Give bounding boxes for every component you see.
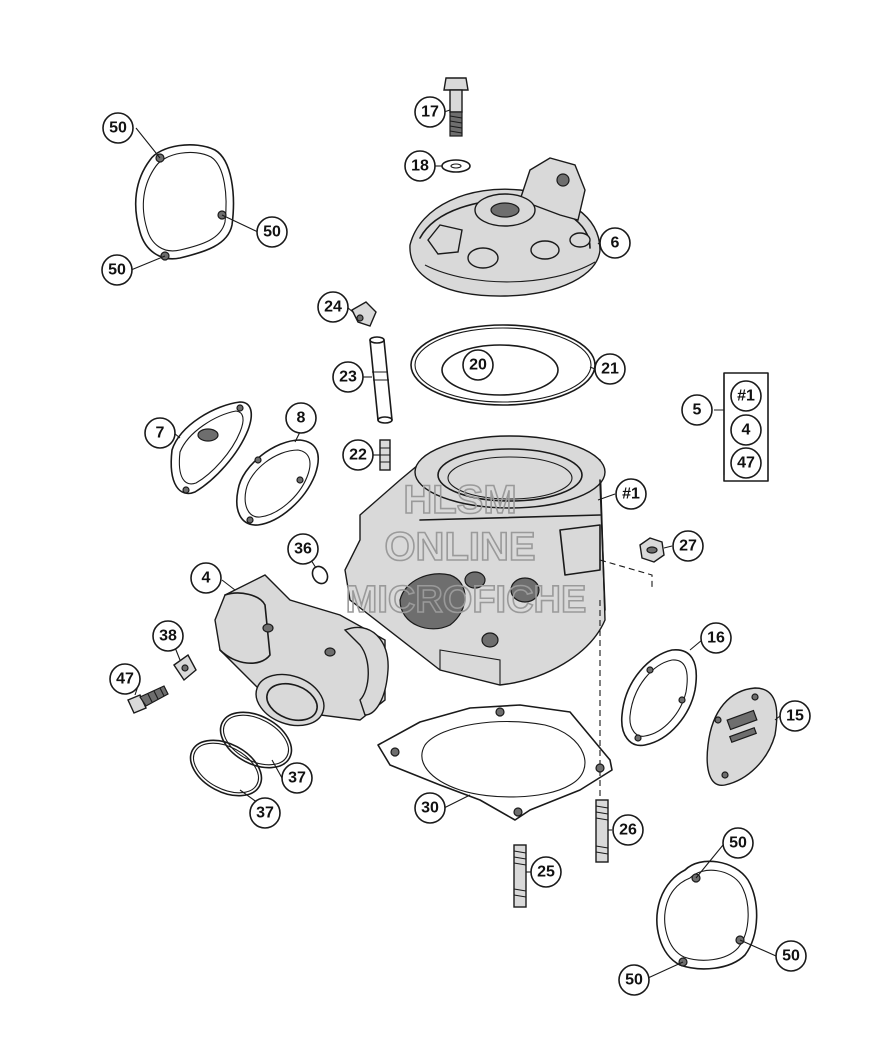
callout-50-br-right: 50: [775, 940, 807, 972]
callout-23: 23: [332, 361, 364, 393]
exhaust-flange-gasket-7: [170, 401, 253, 495]
svg-text:6: 6: [611, 235, 620, 252]
water-fitting: [351, 301, 377, 327]
callout-38: 38: [152, 620, 184, 652]
head-washer: [441, 159, 471, 173]
callout-21: 21: [594, 353, 626, 385]
svg-text:15: 15: [786, 708, 804, 725]
svg-text:16: 16: [707, 630, 725, 647]
svg-text:#1: #1: [622, 486, 640, 503]
callout-8: 8: [285, 402, 317, 434]
svg-text:50: 50: [109, 120, 127, 137]
intake-o-ring-1: [219, 711, 293, 769]
watermark: HLSM ONLINE MICROFICHE: [345, 477, 587, 622]
callout-25: 25: [530, 856, 562, 888]
callout-47: 47: [109, 663, 141, 695]
intake-screw: [127, 685, 169, 714]
kit-item-3: 47: [730, 447, 762, 479]
svg-text:38: 38: [159, 628, 177, 645]
svg-text:50: 50: [108, 262, 126, 279]
watermark-line1: HLSM: [403, 478, 516, 522]
water-pipe: [369, 336, 393, 424]
svg-text:37: 37: [288, 770, 306, 787]
callout-20: 20: [462, 349, 494, 381]
svg-text:21: 21: [601, 361, 619, 378]
callout-18: 18: [404, 150, 436, 182]
callout-50-right: 50: [256, 216, 288, 248]
svg-text:18: 18: [411, 158, 429, 175]
callout-17: 17: [414, 96, 446, 128]
svg-text:8: 8: [297, 410, 306, 427]
base-gasket: [377, 704, 613, 821]
callout-cylinder-1: #1: [615, 478, 647, 510]
svg-text:22: 22: [349, 447, 367, 464]
cover-gasket: [620, 649, 697, 747]
kit-box-items: #1 4 47: [730, 380, 762, 479]
svg-text:36: 36: [294, 541, 312, 558]
svg-text:17: 17: [421, 104, 439, 121]
svg-text:23: 23: [339, 369, 357, 386]
callout-37-lower: 37: [249, 797, 281, 829]
stud-25: [513, 844, 527, 908]
callout-22: 22: [342, 439, 374, 471]
svg-text:26: 26: [619, 822, 637, 839]
intake-o-ring-2: [189, 739, 263, 797]
svg-text:25: 25: [537, 864, 555, 881]
callout-5: 5: [681, 394, 713, 426]
watermark-line2: ONLINE: [384, 525, 535, 569]
svg-text:47: 47: [116, 671, 134, 688]
cylinder: [344, 435, 606, 686]
cover-gasket-bottom-right: [647, 844, 777, 979]
cover-gasket-top-left: [130, 127, 259, 271]
callout-15: 15: [779, 700, 811, 732]
svg-text:4: 4: [742, 422, 751, 439]
cylinder-nut: [599, 537, 665, 800]
watermark-line3: MICROFICHE: [346, 579, 587, 621]
water-nipple: [379, 439, 391, 471]
svg-text:50: 50: [729, 835, 747, 852]
callout-50-bottom: 50: [101, 254, 133, 286]
svg-text:50: 50: [782, 948, 800, 965]
callout-36: 36: [287, 533, 319, 565]
callout-7: 7: [144, 417, 176, 449]
callout-26: 26: [612, 814, 644, 846]
svg-text:30: 30: [421, 800, 439, 817]
callout-50-top: 50: [102, 112, 134, 144]
svg-text:27: 27: [679, 538, 697, 555]
callout-50-br-top: 50: [722, 827, 754, 859]
kit-item-1: #1: [730, 380, 762, 412]
o-ring-small: [311, 565, 329, 585]
svg-text:4: 4: [202, 570, 211, 587]
callout-24: 24: [317, 291, 349, 323]
svg-text:24: 24: [324, 299, 342, 316]
svg-text:50: 50: [625, 972, 643, 989]
svg-text:50: 50: [263, 224, 281, 241]
callout-30: 30: [414, 792, 446, 824]
head-seal-ring: [410, 324, 596, 406]
intake-washer: [173, 653, 197, 682]
callout-37-upper: 37: [281, 762, 313, 794]
head-bolt: [443, 77, 469, 137]
callout-27: 27: [672, 530, 704, 562]
svg-text:47: 47: [737, 455, 755, 472]
svg-text:7: 7: [156, 425, 165, 442]
callout-16: 16: [700, 622, 732, 654]
svg-text:37: 37: [256, 805, 274, 822]
head-o-ring: [441, 344, 559, 396]
svg-text:20: 20: [469, 357, 487, 374]
svg-text:5: 5: [693, 402, 702, 419]
kit-box: [714, 372, 769, 482]
exhaust-cover: [706, 687, 778, 786]
callout-4: 4: [190, 562, 222, 594]
callout-50-br-bottom: 50: [618, 964, 650, 996]
svg-text:#1: #1: [737, 388, 755, 405]
stud-26: [595, 799, 609, 863]
cylinder-head: [409, 157, 601, 297]
exhaust-flange-gasket-8: [236, 439, 319, 526]
intake-flange: [214, 574, 389, 727]
callout-6: 6: [599, 227, 631, 259]
kit-item-2: 4: [730, 414, 762, 446]
